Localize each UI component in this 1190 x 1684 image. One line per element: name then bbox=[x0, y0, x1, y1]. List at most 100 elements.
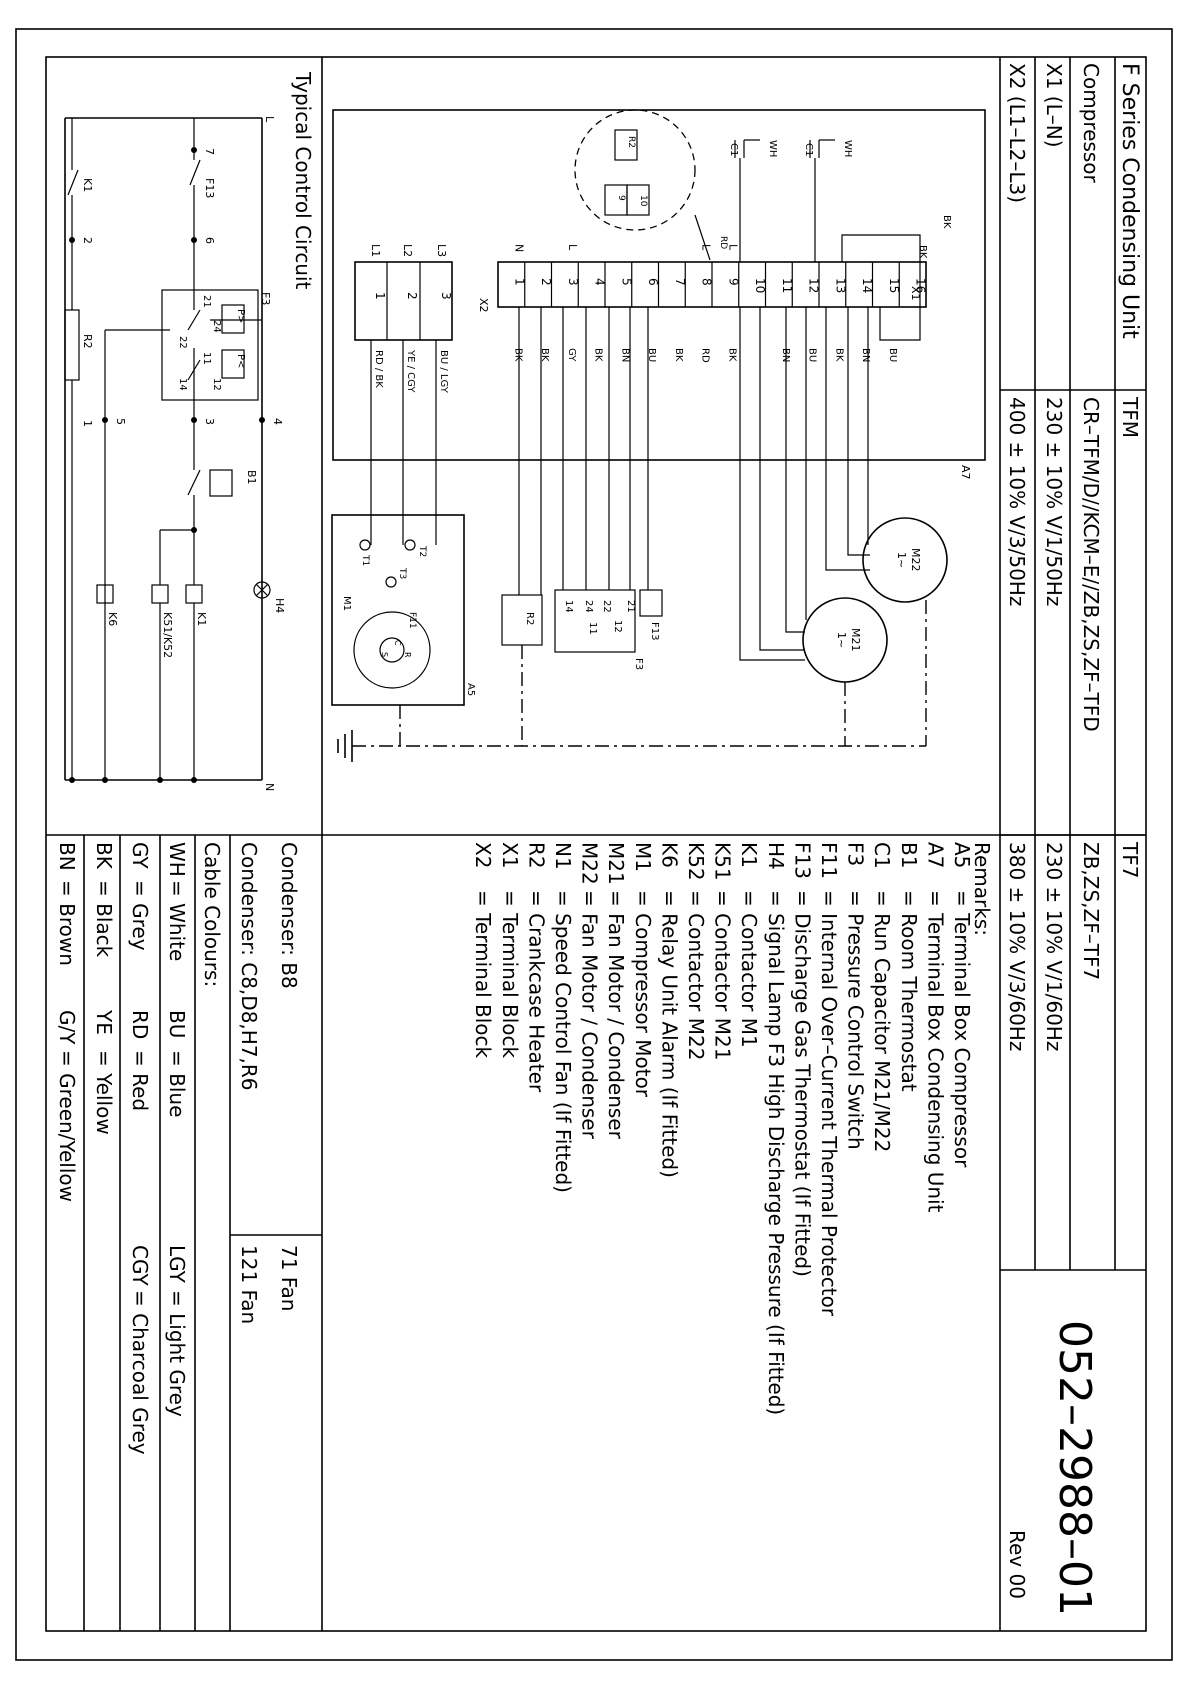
x1-wire-colour: BK bbox=[726, 348, 737, 362]
cable-colour-cell: BN bbox=[55, 842, 79, 871]
cable-colour-cell: = Green/Yellow bbox=[55, 1050, 79, 1202]
remark-code: H4 bbox=[764, 842, 788, 870]
remark-desc: = Contactor M22 bbox=[684, 890, 708, 1060]
x1-value: 230 ± 10% V/1/50Hz bbox=[1042, 397, 1066, 606]
label-A7: A7 bbox=[959, 465, 972, 480]
label-X2: X2 bbox=[477, 298, 490, 313]
x1-top-label: N bbox=[512, 244, 525, 252]
label-F11: F11 bbox=[407, 612, 417, 629]
c1-label-2: C1 bbox=[803, 143, 814, 156]
x2-wire-3: BU / LGY bbox=[438, 350, 449, 394]
compressor-value: CR–TFM/D//KCM–E//ZB,ZS,ZF–TFD bbox=[1079, 397, 1103, 732]
f3-contact-12: 12 bbox=[612, 620, 623, 633]
cable-colour-cell: G/Y bbox=[55, 1010, 79, 1045]
cc-label-6: 6 bbox=[203, 237, 216, 244]
m22-motor bbox=[862, 517, 948, 603]
remarks-block: Remarks: A5= Terminal Box CompressorA7= … bbox=[471, 842, 994, 1415]
x1-terminal-number: 12 bbox=[807, 278, 821, 293]
compressor-label: Compressor bbox=[1079, 63, 1103, 184]
remark-desc: = Terminal Box Condensing Unit bbox=[923, 890, 947, 1213]
remark-code: A7 bbox=[923, 842, 947, 868]
cc-label-24: 24 bbox=[211, 320, 222, 333]
x1-terminal-number: 7 bbox=[673, 278, 687, 286]
compressor-value-tf7: ZB,ZS,ZF–TF7 bbox=[1079, 842, 1103, 980]
x1-terminal-number: 4 bbox=[593, 278, 607, 286]
x1-wire-colour: BK bbox=[593, 348, 604, 362]
cc-label-B1: B1 bbox=[245, 470, 258, 485]
label-T2: T2 bbox=[417, 545, 427, 557]
remark-code: M22 bbox=[578, 842, 602, 885]
x1-wire-colour: BK bbox=[539, 348, 550, 362]
control-circuit-title: Typical Control Circuit bbox=[291, 71, 315, 290]
f3-contact-24: 24 bbox=[583, 600, 594, 613]
remark-desc: = Terminal Box Compressor bbox=[950, 890, 974, 1168]
x2-label: X2 (L1–L2–L3) bbox=[1005, 63, 1029, 203]
x1-wire-colour: BN bbox=[619, 348, 630, 362]
cc-label-K1-coil: K1 bbox=[195, 612, 208, 626]
label-T1: T1 bbox=[360, 554, 370, 566]
cable-colour-cell: BK bbox=[92, 842, 116, 870]
cc-label-R2: R2 bbox=[81, 334, 94, 349]
x1-value-60: 230 ± 10% V/1/60Hz bbox=[1042, 842, 1066, 1051]
x1-terminal-number: 6 bbox=[646, 278, 660, 286]
x2-wire-1: RD / BK bbox=[373, 350, 384, 388]
x1-terminal-number: 16 bbox=[914, 278, 928, 293]
remark-desc: = Contactor M1 bbox=[737, 890, 761, 1048]
x1-terminal-number: 10 bbox=[753, 278, 767, 293]
x1-wire-colour: RD bbox=[700, 348, 711, 363]
x1-top-label: L bbox=[726, 244, 739, 251]
remark-code: R2 bbox=[524, 842, 548, 869]
n1-wire-rd: RD bbox=[718, 236, 728, 249]
label-X1: X1 bbox=[909, 286, 922, 301]
n1-term-9: 9 bbox=[616, 195, 626, 201]
remark-code: K1 bbox=[737, 842, 761, 868]
x1-wire-colour: BU bbox=[807, 348, 818, 362]
f3-switch-box bbox=[554, 589, 636, 653]
remark-code: F11 bbox=[817, 842, 841, 879]
remark-desc: = Discharge Gas Thermostat (If Fitted) bbox=[790, 890, 814, 1277]
c1-label-1: C1 bbox=[728, 143, 739, 156]
x1-wire-colour: BK bbox=[512, 348, 523, 362]
x1-terminal-number: 1 bbox=[512, 278, 526, 286]
remark-desc: = Signal Lamp F3 High Discharge Pressure… bbox=[764, 890, 788, 1415]
cc-label-22: 22 bbox=[177, 336, 188, 349]
x1-top-label: L bbox=[566, 244, 579, 251]
title-label: F Series Condensing Unit bbox=[1117, 63, 1142, 339]
x2-num-3: 3 bbox=[439, 292, 453, 300]
condenser-c8-value: 121 Fan bbox=[237, 1245, 261, 1324]
cc-label-1: 1 bbox=[81, 420, 94, 427]
x1-terminal-number: 15 bbox=[887, 278, 901, 293]
x1-label: X1 (L–N) bbox=[1042, 63, 1066, 148]
cable-colour-cell: = Light Grey bbox=[165, 1290, 189, 1417]
f3-contact-22: 22 bbox=[601, 600, 612, 613]
remark-desc: = Pressure Control Switch bbox=[844, 890, 868, 1150]
cable-colour-cell: = Red bbox=[128, 1050, 152, 1111]
cc-label-F13: F13 bbox=[203, 178, 216, 198]
remark-code: X1 bbox=[498, 842, 522, 868]
label-A5: A5 bbox=[465, 683, 476, 696]
drawing-number: 052–2988–01 bbox=[1049, 1320, 1100, 1616]
remarks-title: Remarks: bbox=[970, 842, 994, 936]
x1-wire-colour: BU bbox=[887, 348, 898, 362]
remark-desc: = Terminal Block bbox=[471, 890, 495, 1059]
condenser-c8-label: Condenser: C8,D8,H7,R6 bbox=[237, 842, 261, 1091]
x1-wire-colour: BN bbox=[780, 348, 791, 362]
m1-pin-r: R bbox=[403, 652, 412, 658]
condenser-b8-value: 71 Fan bbox=[277, 1245, 301, 1311]
inner-border bbox=[45, 56, 1147, 1632]
cc-label-K51-K52: K51/K52 bbox=[161, 612, 174, 658]
remark-code: K6 bbox=[657, 842, 681, 868]
cc-label-12: 12 bbox=[211, 378, 222, 391]
cc-label-K1: K1 bbox=[81, 178, 94, 192]
m22-phase: 1~ bbox=[895, 552, 908, 568]
r2-heater bbox=[501, 594, 543, 646]
label-F13: F13 bbox=[649, 622, 660, 640]
cc-label-4: 4 bbox=[271, 418, 284, 425]
remark-code: F13 bbox=[790, 842, 814, 879]
x2-value-60: 380 ± 10% V/3/60Hz bbox=[1005, 842, 1029, 1051]
f3-contact-14: 14 bbox=[563, 600, 574, 613]
revision: Rev 00 bbox=[1005, 1530, 1029, 1599]
label-M22: M22 bbox=[909, 548, 922, 572]
cc-label-P-low: P< bbox=[235, 354, 246, 368]
cc-label-H4: H4 bbox=[273, 598, 286, 613]
